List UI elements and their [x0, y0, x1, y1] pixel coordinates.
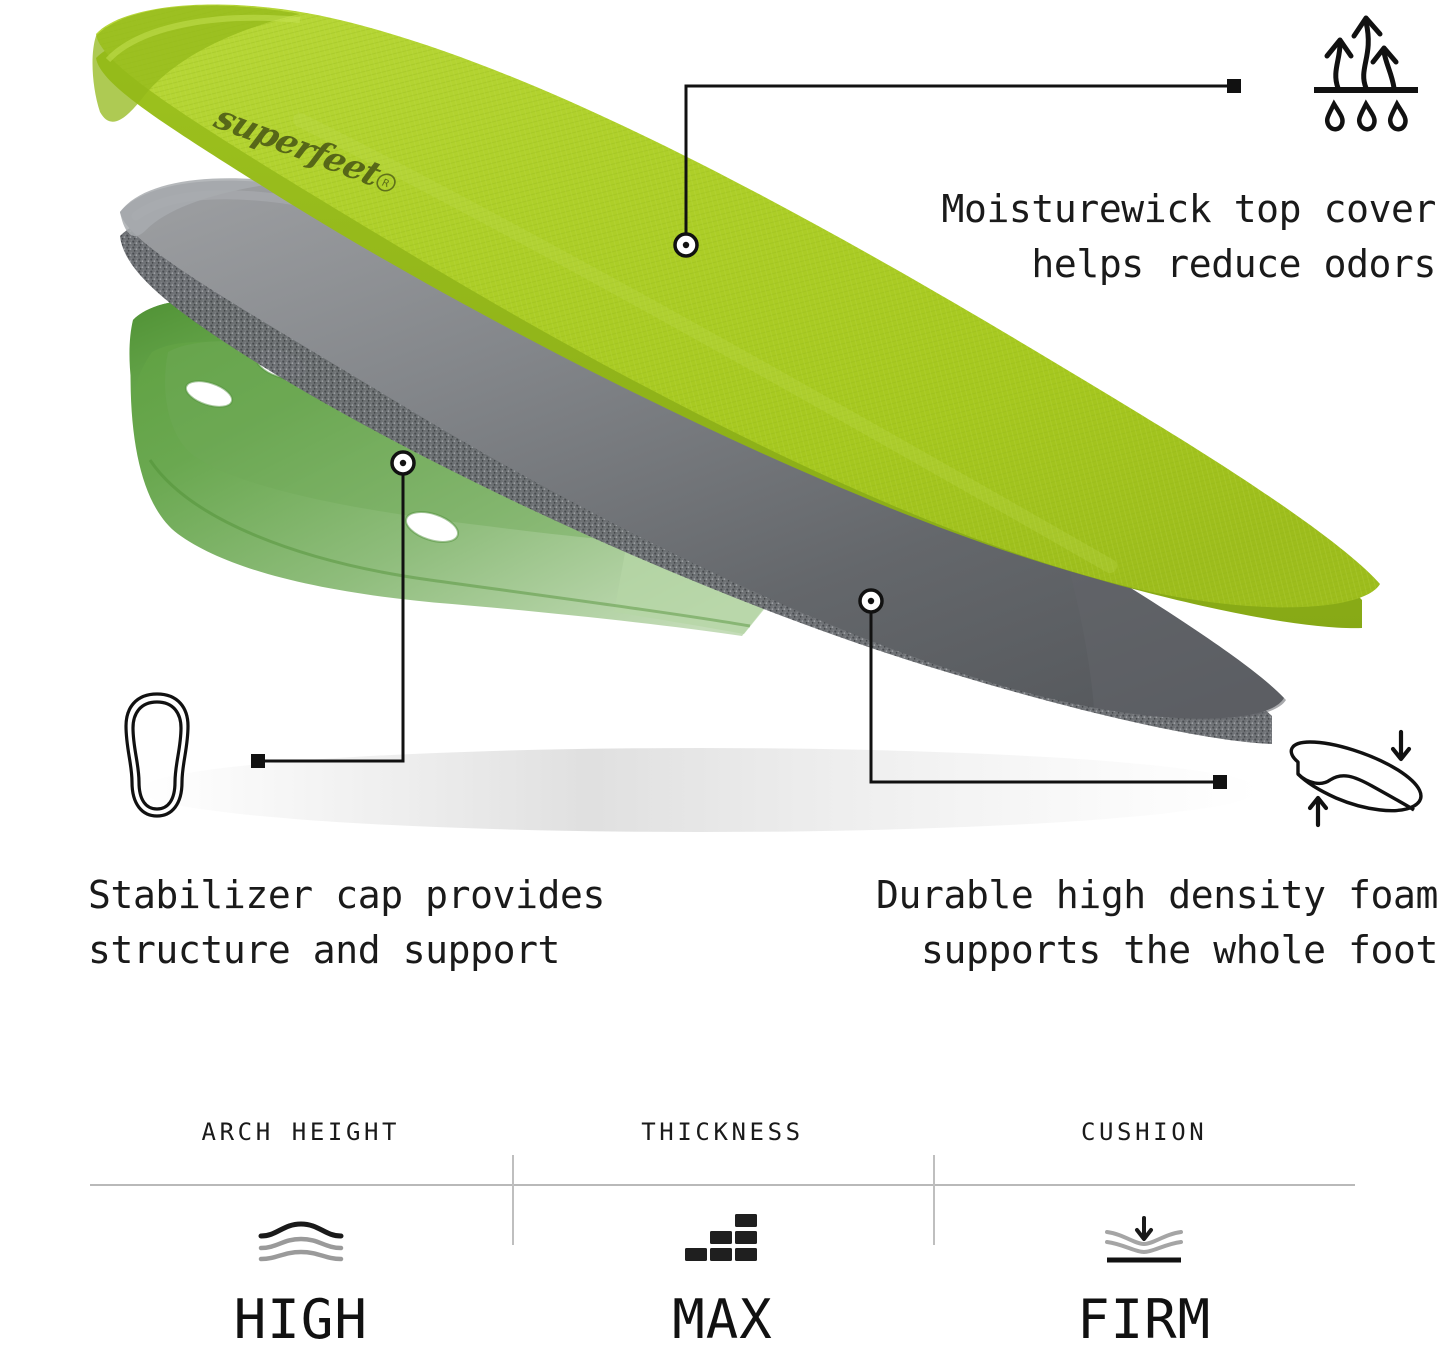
spec-table: ARCH HEIGHT HIGH THICKNESS [90, 1100, 1355, 1357]
moisture-wicking-icon [1296, 6, 1436, 140]
stabilizer-line-2: structure and support [88, 928, 561, 973]
spec-label-arch-height: ARCH HEIGHT [201, 1118, 401, 1146]
spec-value-arch-height: HIGH [233, 1288, 368, 1351]
compression-arrow-icon [933, 1208, 1355, 1266]
spec-divider-2 [933, 1155, 936, 1245]
arch-waves-icon [90, 1208, 512, 1266]
spec-horizontal-rule [90, 1184, 1355, 1186]
spec-value-thickness: MAX [672, 1288, 773, 1351]
spec-label-cushion: CUSHION [1080, 1118, 1208, 1146]
callout-line-moisturewick [673, 79, 1241, 258]
stabilizer-callout-text: Stabilizer cap provides structure and su… [88, 868, 728, 978]
foam-line-2: supports the whole foot [921, 928, 1438, 973]
foam-callout-text: Durable high density foam supports the w… [800, 868, 1438, 978]
moisturewick-line-1: Moisturewick top cover [941, 187, 1436, 231]
callout-line-foam [858, 588, 1227, 789]
moisturewick-line-2: helps reduce odors [1031, 242, 1436, 287]
moisturewick-callout-text: Moisturewick top cover helps reduce odor… [836, 182, 1436, 292]
spec-value-cushion: FIRM [1077, 1288, 1212, 1351]
spec-divider-1 [511, 1155, 514, 1245]
spec-column-cushion: CUSHION FIRM [933, 1100, 1355, 1351]
spec-label-thickness: THICKNESS [641, 1118, 804, 1146]
spec-column-thickness: THICKNESS MAX [512, 1100, 934, 1351]
stabilizer-line-1: Stabilizer cap provides [88, 873, 605, 917]
insole-outline-icon [112, 690, 202, 824]
compression-insole-icon [1268, 726, 1443, 835]
spec-column-arch-height: ARCH HEIGHT HIGH [90, 1100, 512, 1351]
callout-line-stabilizer [251, 450, 416, 768]
stair-blocks-icon [512, 1208, 934, 1266]
callout-lines [251, 79, 1241, 789]
foam-line-1: Durable high density foam [876, 873, 1438, 917]
